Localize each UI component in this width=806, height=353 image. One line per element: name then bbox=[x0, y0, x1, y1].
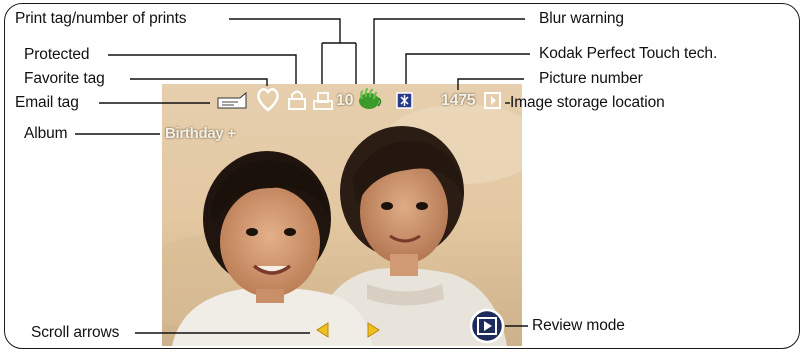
label-email-tag: Email tag bbox=[15, 94, 79, 111]
album-name-overlay: Birthday + bbox=[165, 125, 236, 142]
label-blur-warning: Blur warning bbox=[539, 10, 624, 27]
label-favorite-tag: Favorite tag bbox=[24, 70, 105, 87]
camera-lcd-photo bbox=[162, 84, 522, 346]
label-image-storage-location: Image storage location bbox=[510, 94, 665, 111]
label-print-tag: Print tag/number of prints bbox=[15, 10, 187, 27]
picture-number-overlay: 1475 bbox=[441, 92, 476, 109]
label-scroll-arrows: Scroll arrows bbox=[31, 324, 120, 341]
label-review-mode: Review mode bbox=[532, 317, 625, 334]
children-photo bbox=[162, 84, 522, 346]
label-protected: Protected bbox=[24, 46, 90, 63]
print-count: 10 bbox=[336, 92, 354, 109]
label-picture-number: Picture number bbox=[539, 70, 643, 87]
label-kodak-perfect-touch: Kodak Perfect Touch tech. bbox=[539, 45, 718, 62]
label-album: Album bbox=[24, 125, 68, 142]
